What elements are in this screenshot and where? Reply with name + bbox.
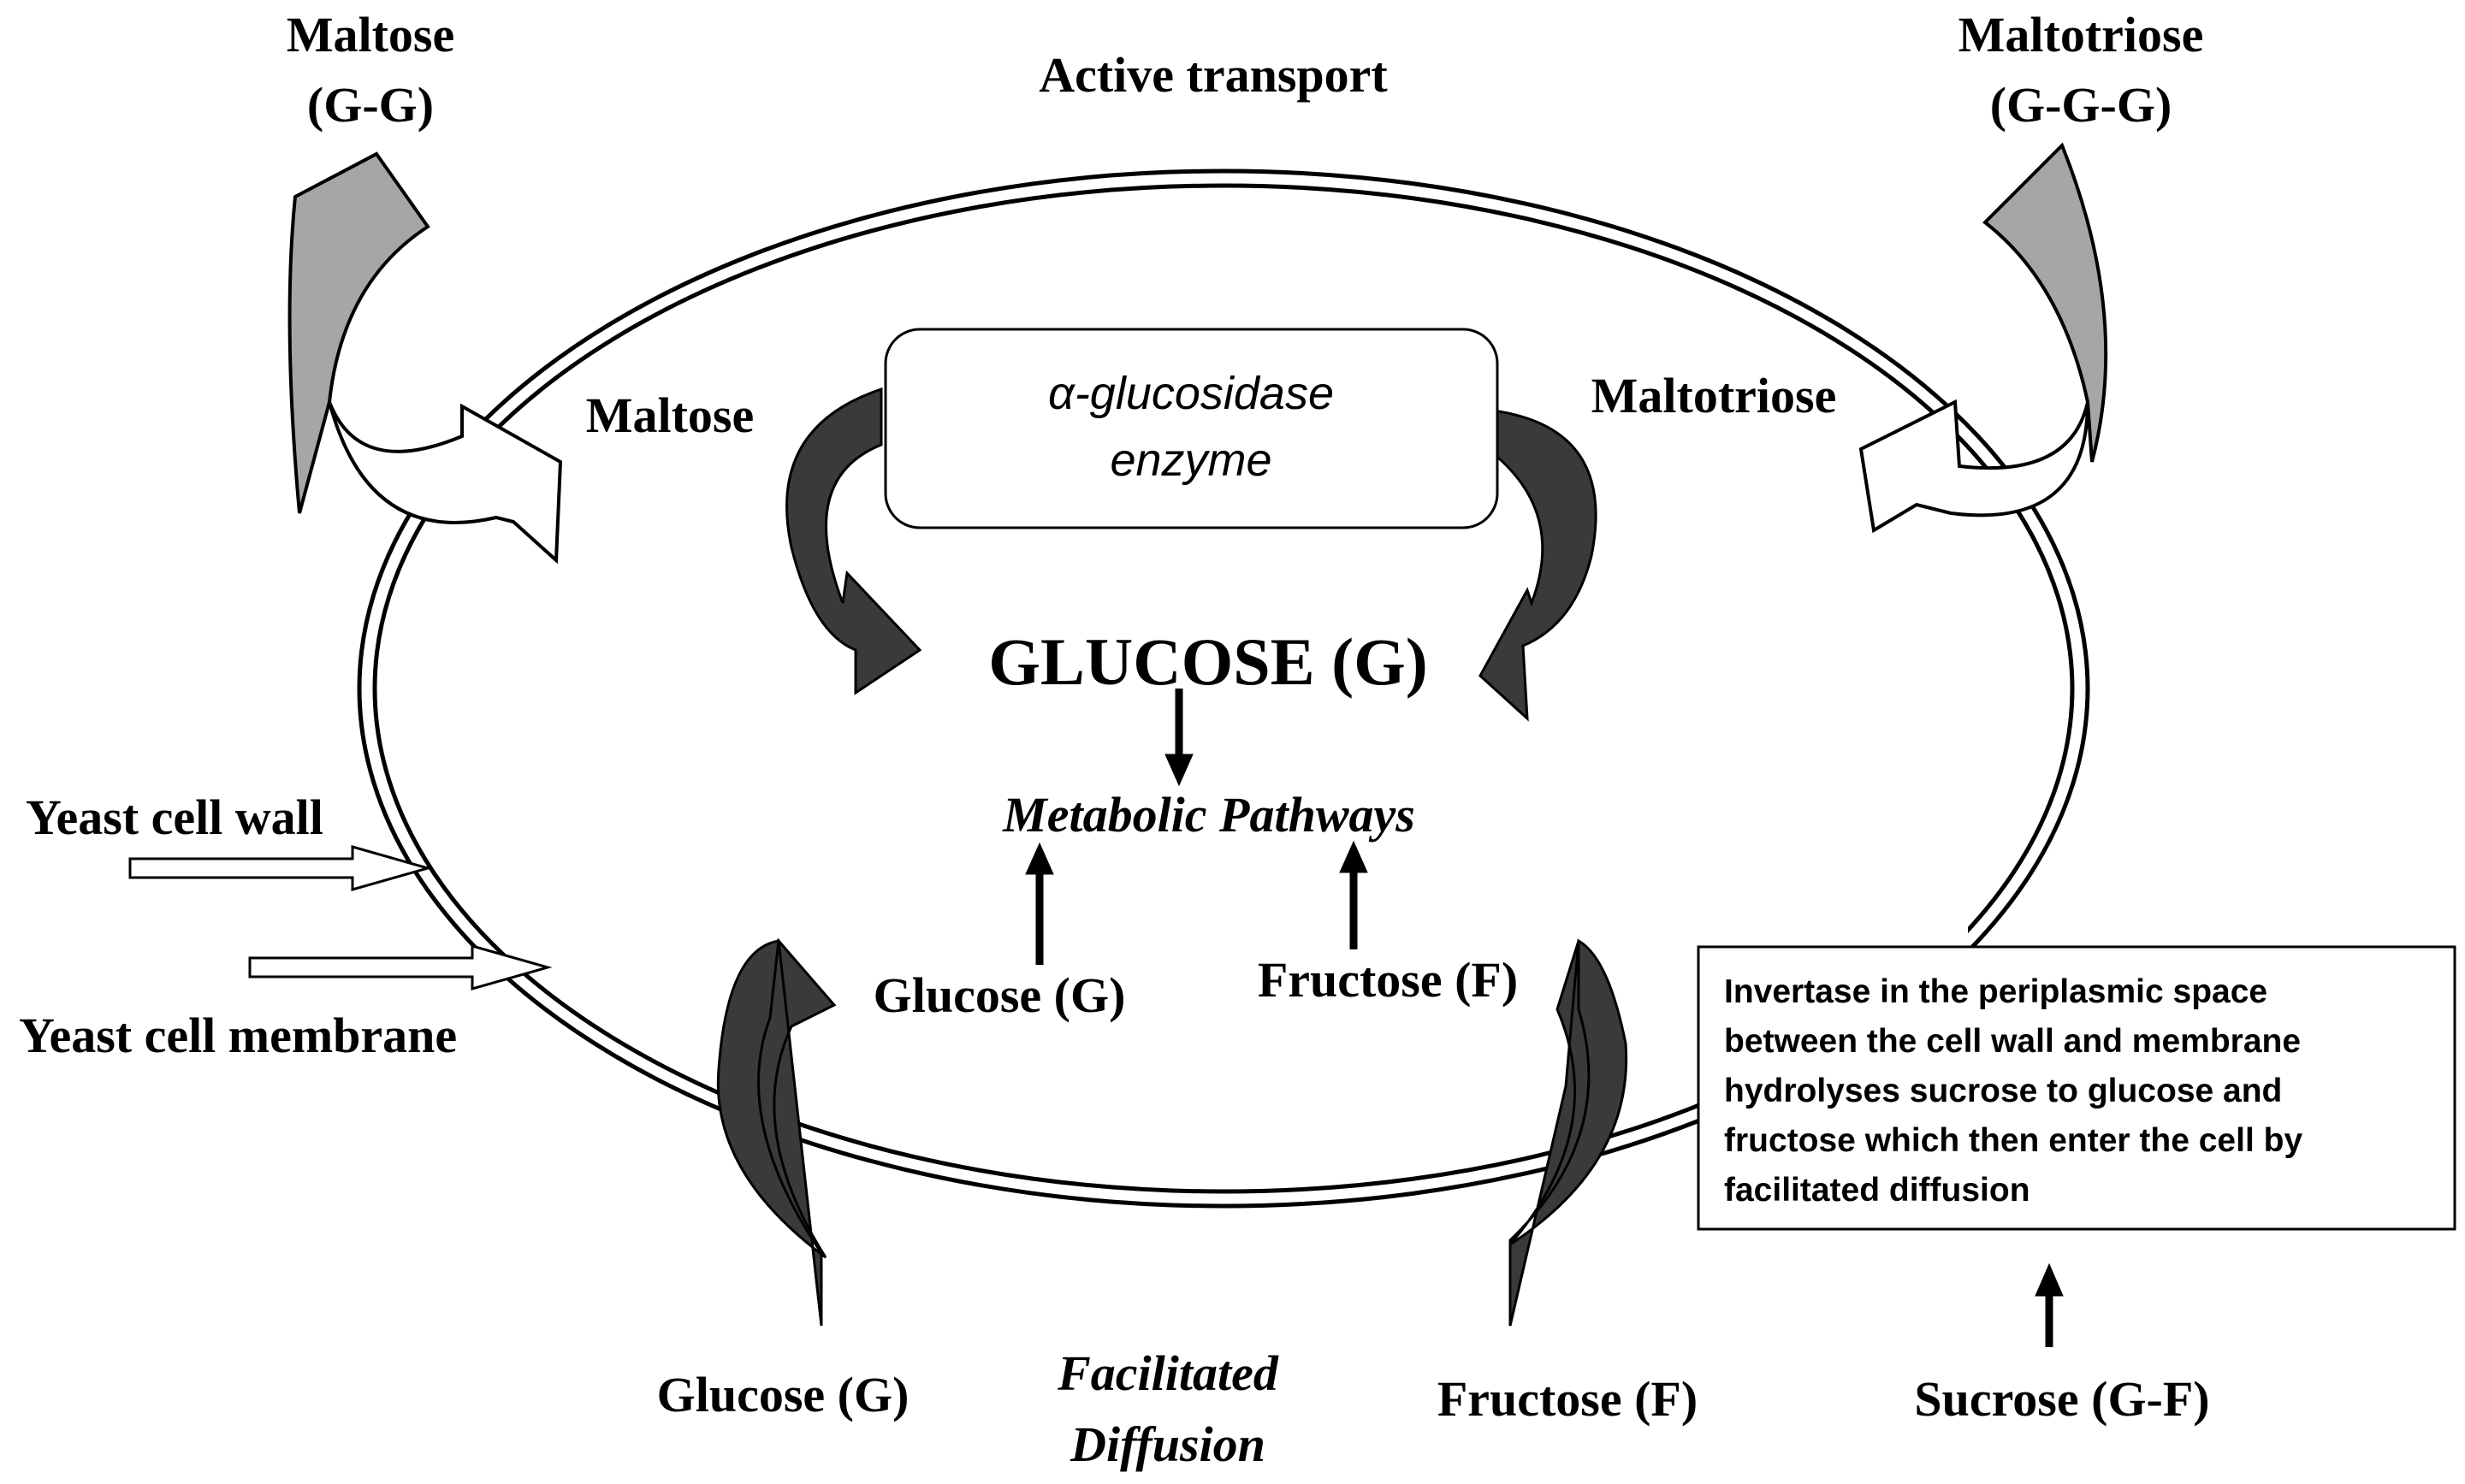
- invertase-box: [1697, 945, 2456, 1231]
- maltotriose-grey-tail: [1982, 142, 2108, 463]
- active-transport-label: Active transport: [1039, 47, 1388, 103]
- enzyme-box: [884, 328, 1499, 529]
- glucose-to-pathways-arrow: [1164, 689, 1194, 787]
- maltose-white-head: [328, 401, 563, 565]
- invertase-line-1: Invertase in the periplasmic space: [1724, 973, 2267, 1010]
- maltose-to-glucose-arrow: [785, 387, 922, 695]
- glucose-entry-arrow: [716, 937, 837, 1327]
- fructose-entry-arrow: [1508, 938, 1628, 1327]
- maltotriose-inside-label: Maltotriose: [1591, 368, 1837, 423]
- glucose-outside-label: Glucose (G): [657, 1367, 910, 1422]
- maltotriose-to-glucose-arrow: [1478, 409, 1597, 722]
- yeast-cell: [357, 169, 2090, 1209]
- maltose-entry-arrow: [287, 151, 563, 565]
- cell-membrane-pointer-arrow: [248, 944, 553, 990]
- fructose-outside-label: Fructose (F): [1437, 1371, 1698, 1427]
- invertase-line-4: fructose which then enter the cell by: [1724, 1122, 2302, 1159]
- glucose-main-label: GLUCOSE (G): [988, 624, 1428, 699]
- sucrose-up-arrow: [2035, 1262, 2064, 1347]
- maltose-grey-tail: [287, 151, 430, 514]
- facilitated-diffusion-line1: Facilitated: [1057, 1345, 1279, 1401]
- yeast-cell-membrane-label: Yeast cell membrane: [19, 1008, 457, 1063]
- enzyme-label-line1: α-glucosidase: [1048, 368, 1334, 419]
- maltotriose-outside-formula: (G-G-G): [1990, 77, 2172, 133]
- glucose-up-arrow: [1025, 842, 1054, 965]
- maltotriose-white-head: [1858, 399, 2089, 534]
- maltose-outside-name: Maltose: [287, 7, 455, 62]
- facilitated-diffusion-line2: Diffusion: [1070, 1416, 1265, 1472]
- invertase-line-2: between the cell wall and membrane: [1724, 1023, 2301, 1060]
- maltose-inside-label: Maltose: [586, 387, 755, 443]
- maltotriose-outside-name: Maltotriose: [1958, 7, 2204, 62]
- metabolic-pathways-label: Metabolic Pathways: [1002, 787, 1415, 843]
- invertase-line-5: facilitated diffusion: [1724, 1172, 2030, 1209]
- maltose-outside-formula: (G-G): [307, 77, 434, 133]
- cell-membrane-outline: [372, 183, 2075, 1194]
- glucose-inside-label: Glucose (G): [874, 967, 1126, 1023]
- maltotriose-entry-arrow: [1858, 142, 2108, 534]
- sucrose-label: Sucrose (G-F): [1914, 1371, 2209, 1427]
- yeast-cell-wall-label: Yeast cell wall: [26, 789, 323, 845]
- fructose-inside-label: Fructose (F): [1258, 952, 1518, 1008]
- invertase-line-3: hydrolyses sucrose to glucose and: [1724, 1073, 2282, 1109]
- cell-wall-outline: [357, 169, 2090, 1209]
- fructose-up-arrow: [1339, 840, 1368, 949]
- enzyme-label-line2: enzyme: [1110, 435, 1271, 486]
- cell-wall-pointer-arrow: [128, 845, 433, 891]
